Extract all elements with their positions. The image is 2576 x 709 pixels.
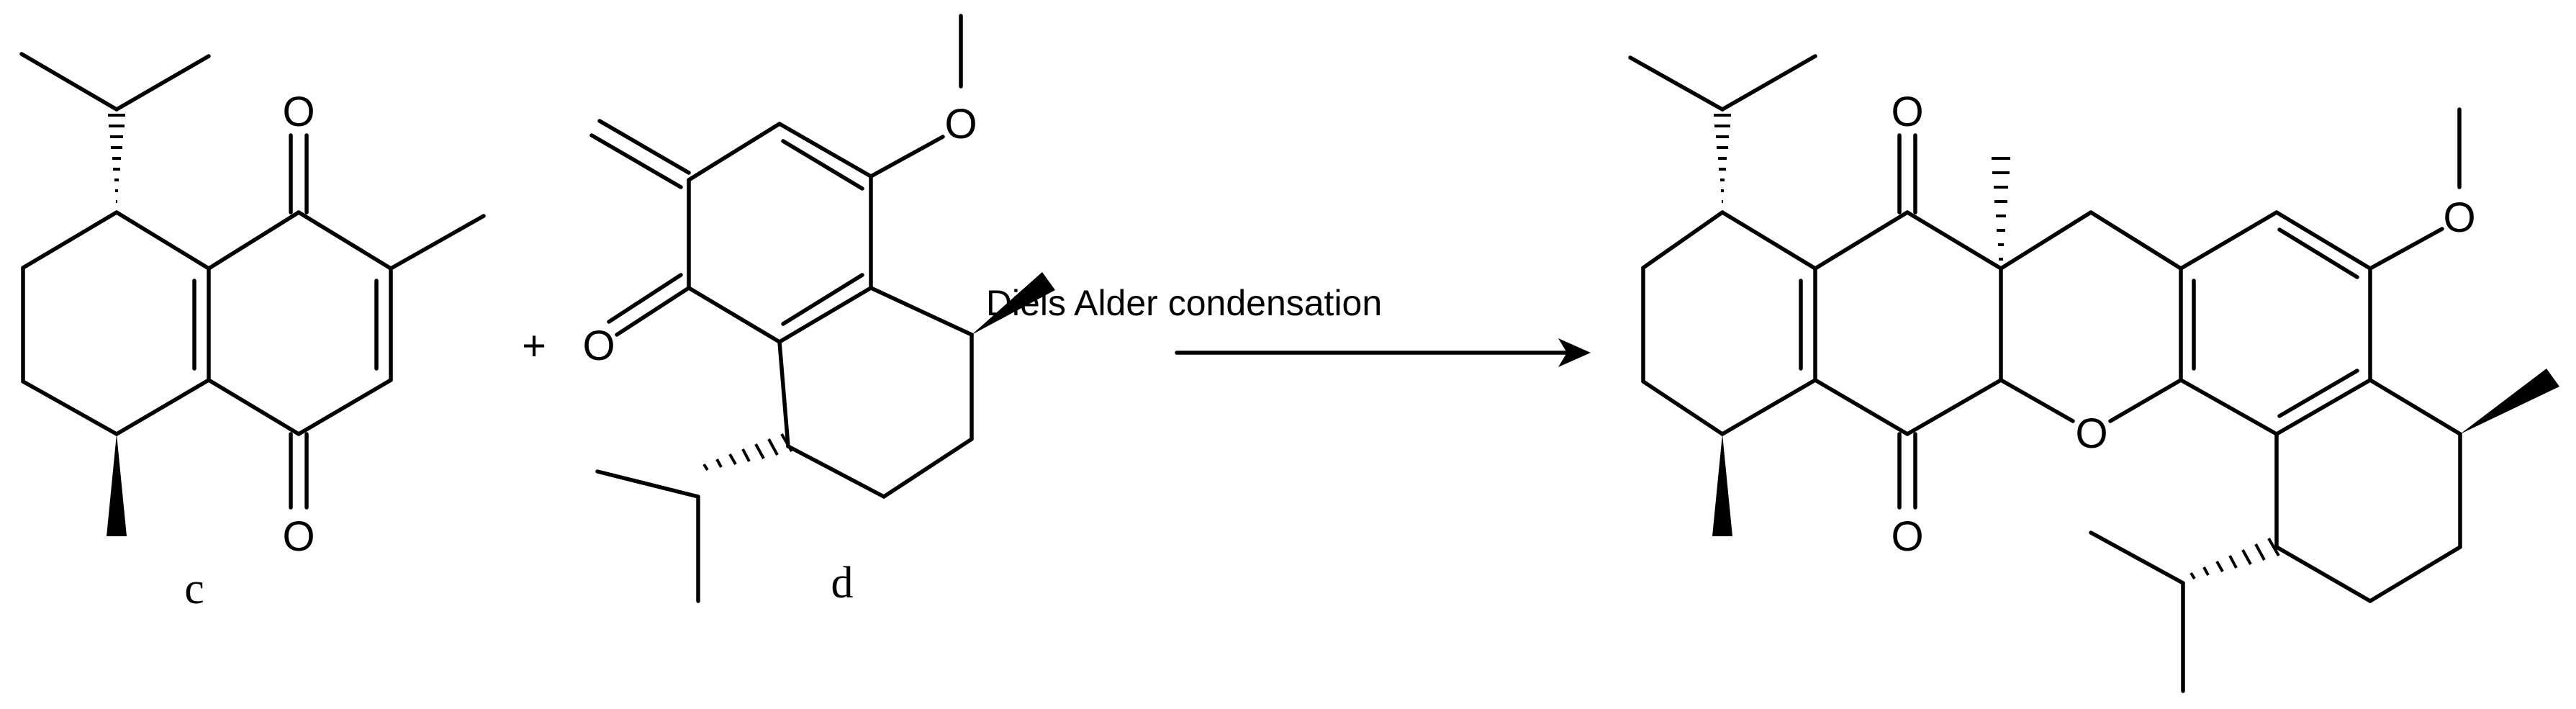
hashed-bond	[2189, 537, 2280, 580]
reaction-arrow	[1175, 338, 1591, 367]
oxygen-atom-label: O	[282, 513, 315, 560]
oxygen-atom-label: O	[282, 89, 315, 135]
hashed-bond	[702, 433, 793, 471]
oxygen-atom-label: O	[2075, 410, 2107, 457]
wedge-bond	[107, 434, 127, 536]
hashed-bond	[1992, 157, 2010, 261]
oxygen-atom-label: O	[2443, 194, 2475, 241]
compound-d-structure	[589, 14, 1055, 603]
product-structure	[1628, 54, 2559, 693]
wedge-bond	[2460, 369, 2559, 434]
hashed-bond	[1714, 114, 1731, 203]
oxygen-atom-label: O	[582, 322, 615, 369]
oxygen-atom-label: O	[944, 101, 977, 148]
plus-sign: +	[522, 322, 546, 369]
oxygen-atom-label: O	[1891, 513, 1923, 560]
compound-label-c: c	[184, 564, 204, 613]
hashed-bond	[108, 114, 125, 203]
oxygen-atom-label: O	[1891, 89, 1923, 135]
compound-label-d: d	[831, 559, 854, 608]
wedge-bond	[1712, 434, 1732, 536]
compound-c-structure	[19, 52, 486, 536]
arrow-label: Diels Alder condensation	[986, 283, 1382, 323]
wedge-bond	[972, 272, 1055, 335]
